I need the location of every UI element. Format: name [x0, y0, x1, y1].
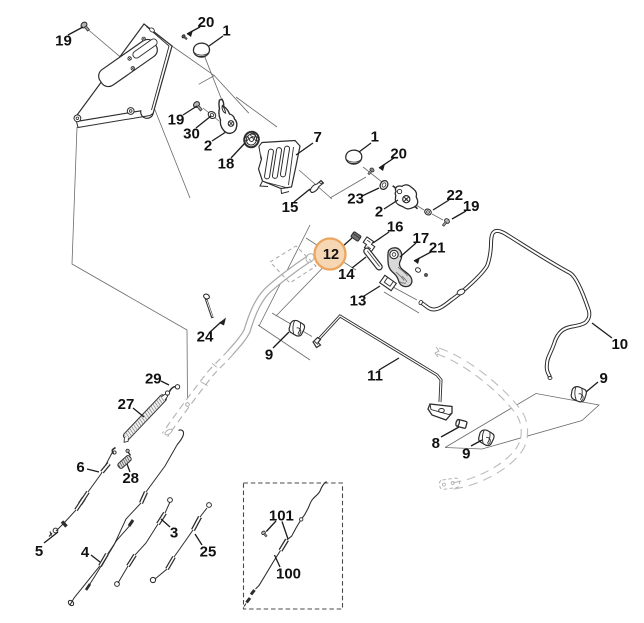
svg-text:20: 20	[198, 14, 215, 31]
svg-text:20: 20	[390, 145, 407, 162]
svg-text:2: 2	[204, 138, 212, 155]
svg-text:2: 2	[375, 204, 383, 221]
svg-text:6: 6	[76, 459, 84, 476]
svg-text:21: 21	[429, 240, 446, 257]
svg-text:19: 19	[463, 198, 480, 215]
svg-text:10: 10	[611, 336, 628, 353]
svg-text:5: 5	[35, 543, 43, 560]
svg-text:4: 4	[81, 544, 90, 561]
svg-text:1: 1	[371, 129, 379, 146]
svg-text:11: 11	[367, 368, 383, 385]
svg-text:15: 15	[282, 199, 299, 216]
svg-text:14: 14	[338, 266, 355, 283]
svg-text:23: 23	[347, 190, 364, 207]
svg-text:29: 29	[145, 371, 162, 388]
svg-text:24: 24	[197, 328, 214, 345]
svg-text:17: 17	[413, 230, 430, 247]
svg-text:9: 9	[265, 346, 273, 363]
svg-text:28: 28	[122, 470, 139, 487]
svg-text:9: 9	[600, 370, 608, 387]
svg-text:8: 8	[432, 435, 440, 452]
svg-text:19: 19	[55, 32, 72, 49]
svg-text:25: 25	[200, 544, 217, 561]
svg-text:19: 19	[168, 111, 185, 128]
svg-text:7: 7	[314, 129, 322, 146]
svg-text:18: 18	[218, 155, 235, 172]
svg-text:9: 9	[462, 445, 470, 462]
svg-text:3: 3	[170, 525, 178, 542]
svg-text:30: 30	[183, 125, 200, 142]
svg-text:27: 27	[118, 396, 135, 413]
svg-text:12: 12	[323, 247, 339, 263]
svg-text:13: 13	[350, 292, 367, 309]
svg-text:16: 16	[387, 219, 404, 236]
svg-text:22: 22	[446, 187, 463, 204]
svg-text:101: 101	[269, 508, 294, 525]
svg-text:100: 100	[276, 566, 301, 583]
svg-text:1: 1	[222, 23, 230, 40]
